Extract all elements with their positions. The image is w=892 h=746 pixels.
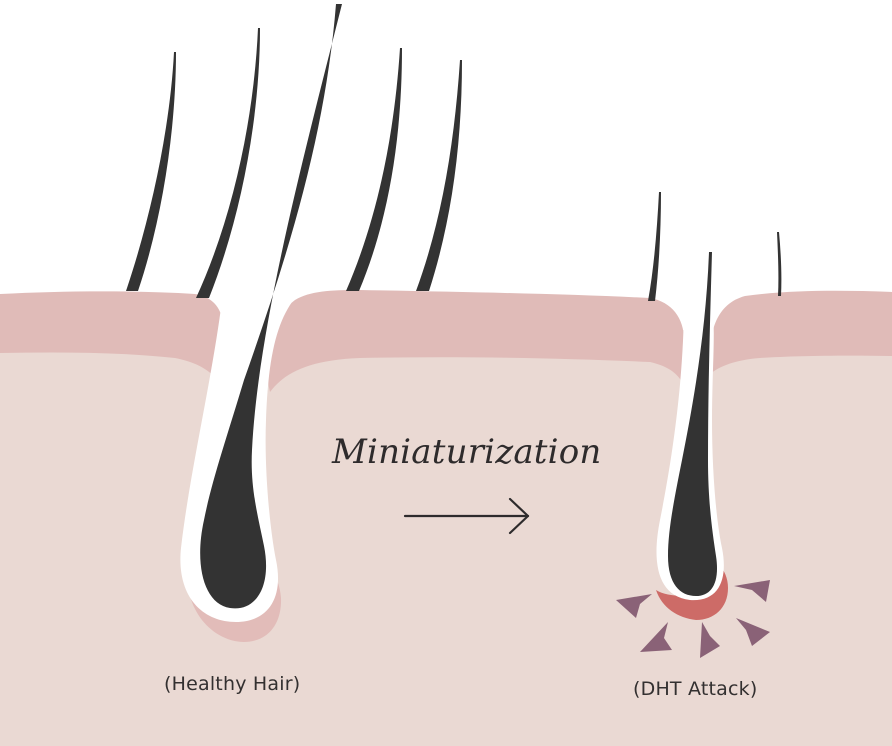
hair-strand-4 <box>416 60 462 291</box>
miniaturization-heading: Miniaturization <box>332 432 602 472</box>
dht-attack-label: (DHT Attack) <box>633 678 758 700</box>
dht-arrow-left <box>616 594 652 618</box>
dht-attack-markers <box>616 580 770 658</box>
hair-strand-3 <box>346 48 402 291</box>
healthy-hair-label: (Healthy Hair) <box>164 673 301 695</box>
skin-dermis <box>0 330 892 746</box>
thin-hair-strand-1 <box>648 192 661 301</box>
dht-arrow-lower-left <box>640 622 672 652</box>
skin-epidermis-right <box>709 290 892 374</box>
skin-epidermis-middle <box>267 290 684 392</box>
hair-strand-2 <box>196 28 260 298</box>
dht-inflamed-bulb <box>656 566 728 620</box>
healthy-bulb-shadow <box>190 568 282 642</box>
dht-arrow-lower-right <box>736 618 770 646</box>
hair-strand-1 <box>126 52 176 291</box>
dht-arrow-bottom <box>700 622 720 658</box>
miniaturized-hair-shaft <box>668 252 718 596</box>
healthy-hair-shaft <box>200 4 342 609</box>
transition-arrow <box>403 497 530 535</box>
skin-epidermis-left <box>0 291 224 376</box>
thin-hair-strand-2 <box>777 232 782 296</box>
dht-arrow-right <box>734 580 770 602</box>
